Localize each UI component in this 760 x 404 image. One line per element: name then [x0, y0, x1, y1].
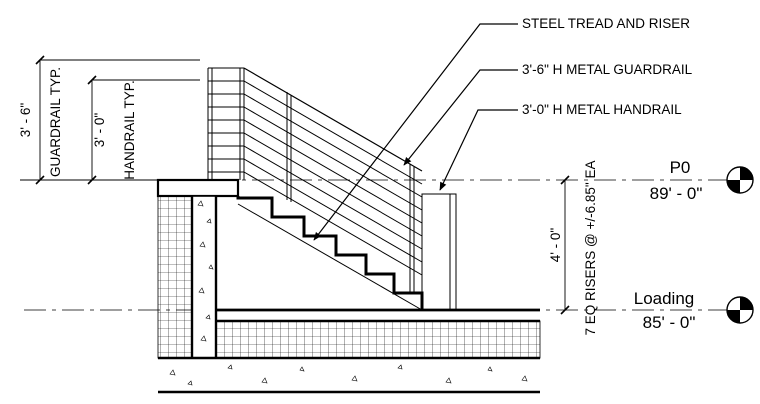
callout-handrail: 3'-0" H METAL HANDRAIL — [522, 102, 682, 117]
guardrail-dimension-value: 3' - 6" — [18, 103, 33, 138]
level-target-icon — [726, 166, 754, 194]
level-marker-loading: Loading 85' - 0" — [634, 289, 754, 332]
stair-treads-risers — [236, 196, 424, 311]
riser-dimension-value: 4' - 0" — [548, 228, 563, 263]
callout-steel-tread: STEEL TREAD AND RISER — [522, 16, 690, 31]
callout-guardrail: 3'-6" H METAL GUARDRAIL — [522, 62, 693, 77]
level-reference-lines — [24, 179, 735, 311]
level-target-icon — [726, 296, 754, 324]
level-name-p0: P0 — [670, 158, 691, 177]
riser-dimension-label: 7 EQ RISERS @ +/-6.85" EA — [583, 161, 598, 336]
callout-leaders — [313, 23, 518, 241]
handrail-dimension-value: 3' - 0" — [92, 113, 107, 148]
handrail-post — [421, 193, 457, 311]
wall-concrete-hatch — [197, 200, 214, 342]
dimension-lines — [20, 55, 570, 315]
metal-guardrail — [207, 67, 423, 294]
level-elevation-loading: 85' - 0" — [643, 313, 696, 332]
handrail-dimension-label: HANDRAIL TYP. — [122, 80, 137, 180]
level-name-loading: Loading — [634, 289, 695, 308]
guardrail-dimension-label: GUARDRAIL TYP. — [48, 67, 63, 177]
level-elevation-p0: 89' - 0" — [650, 184, 703, 203]
level-marker-p0: P0 89' - 0" — [650, 158, 754, 203]
upper-slab-and-wall — [156, 178, 240, 359]
slab-concrete-hatch — [169, 364, 528, 386]
lower-slab — [158, 308, 541, 394]
